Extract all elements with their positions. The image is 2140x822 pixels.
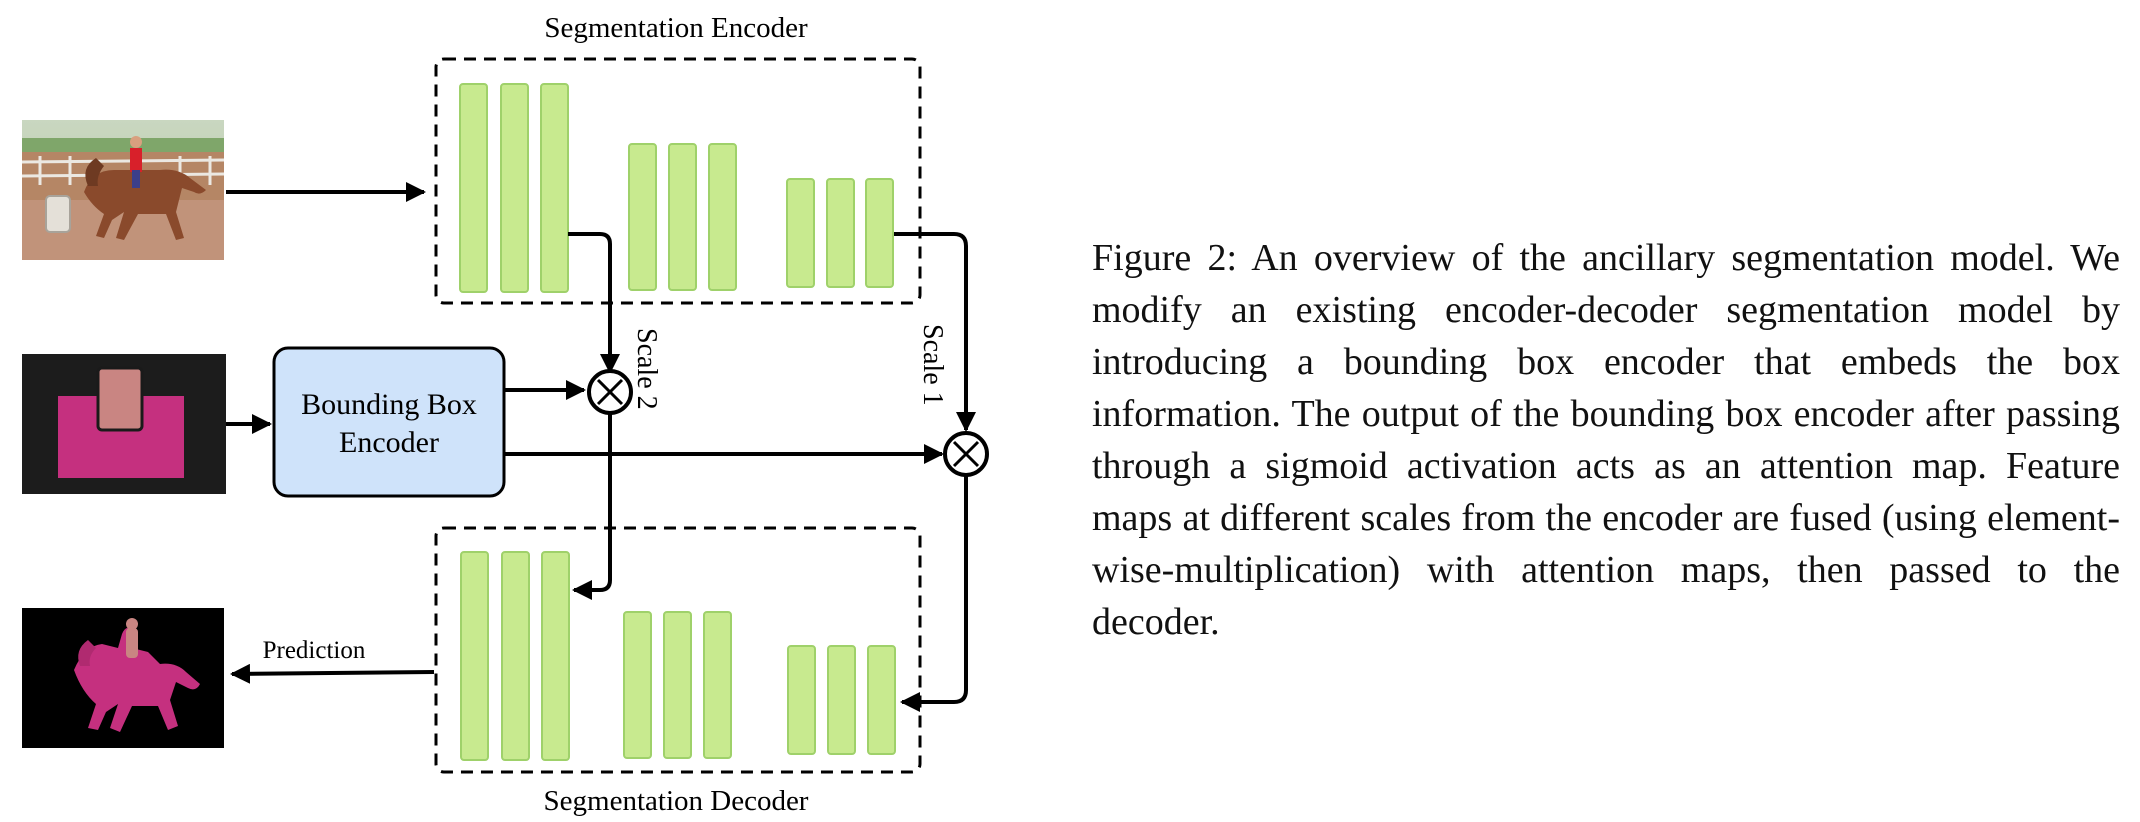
bbox-encoder-label-line1: Bounding Box [301, 388, 477, 421]
input-photo [21, 120, 225, 260]
decoder-feature-map [787, 645, 816, 755]
encoder-feature-map [708, 143, 737, 291]
encoder-feature-map [459, 83, 488, 293]
bbox-encoder-block [272, 346, 506, 498]
scale2-label: Scale 2 [631, 328, 662, 410]
figure-caption: Figure 2: An overview of the ancillary s… [1092, 237, 2120, 643]
connector-arrows [226, 182, 976, 712]
encoder-scale2-arrow [568, 232, 620, 374]
decoder-feature-map [867, 645, 896, 755]
encoder-title: Segmentation Encoder [544, 12, 808, 44]
decoder-feature-map [663, 611, 692, 759]
encoder-feature-map [668, 143, 697, 291]
decoder-title: Segmentation Decoder [544, 785, 809, 817]
encoder-feature-maps [459, 83, 894, 293]
encoder-scale1-arrow [894, 232, 976, 432]
encoder-feature-map [540, 83, 569, 293]
prediction-mask-image [22, 608, 224, 748]
decoder-feature-map [501, 551, 530, 761]
scale1-to-decoder-arrow [900, 476, 968, 712]
encoder-feature-map [865, 178, 894, 288]
decoder-feature-map [623, 611, 652, 759]
fusion-node-scale2 [587, 369, 633, 415]
encoder-feature-map [500, 83, 529, 293]
decoder-feature-map [460, 551, 489, 761]
prediction-label: Prediction [263, 637, 366, 664]
scale1-label: Scale 1 [917, 324, 948, 406]
encoder-feature-map [786, 178, 815, 288]
decoder-feature-map [827, 645, 856, 755]
encoder-feature-map [826, 178, 855, 288]
encoder-feature-map [628, 143, 657, 291]
bbox-encoder-label-line2: Encoder [339, 426, 439, 459]
decoder-feature-map [703, 611, 732, 759]
decoder-feature-maps [460, 551, 896, 761]
fusion-node-scale1 [943, 431, 989, 477]
decoder-feature-map [541, 551, 570, 761]
model-diagram: Segmentation Encoder Segmentation Decode… [21, 12, 989, 817]
bbox-mask-image [22, 354, 226, 494]
decoder-to-prediction-arrow [230, 663, 435, 684]
scale2-to-decoder-arrow [572, 414, 612, 600]
